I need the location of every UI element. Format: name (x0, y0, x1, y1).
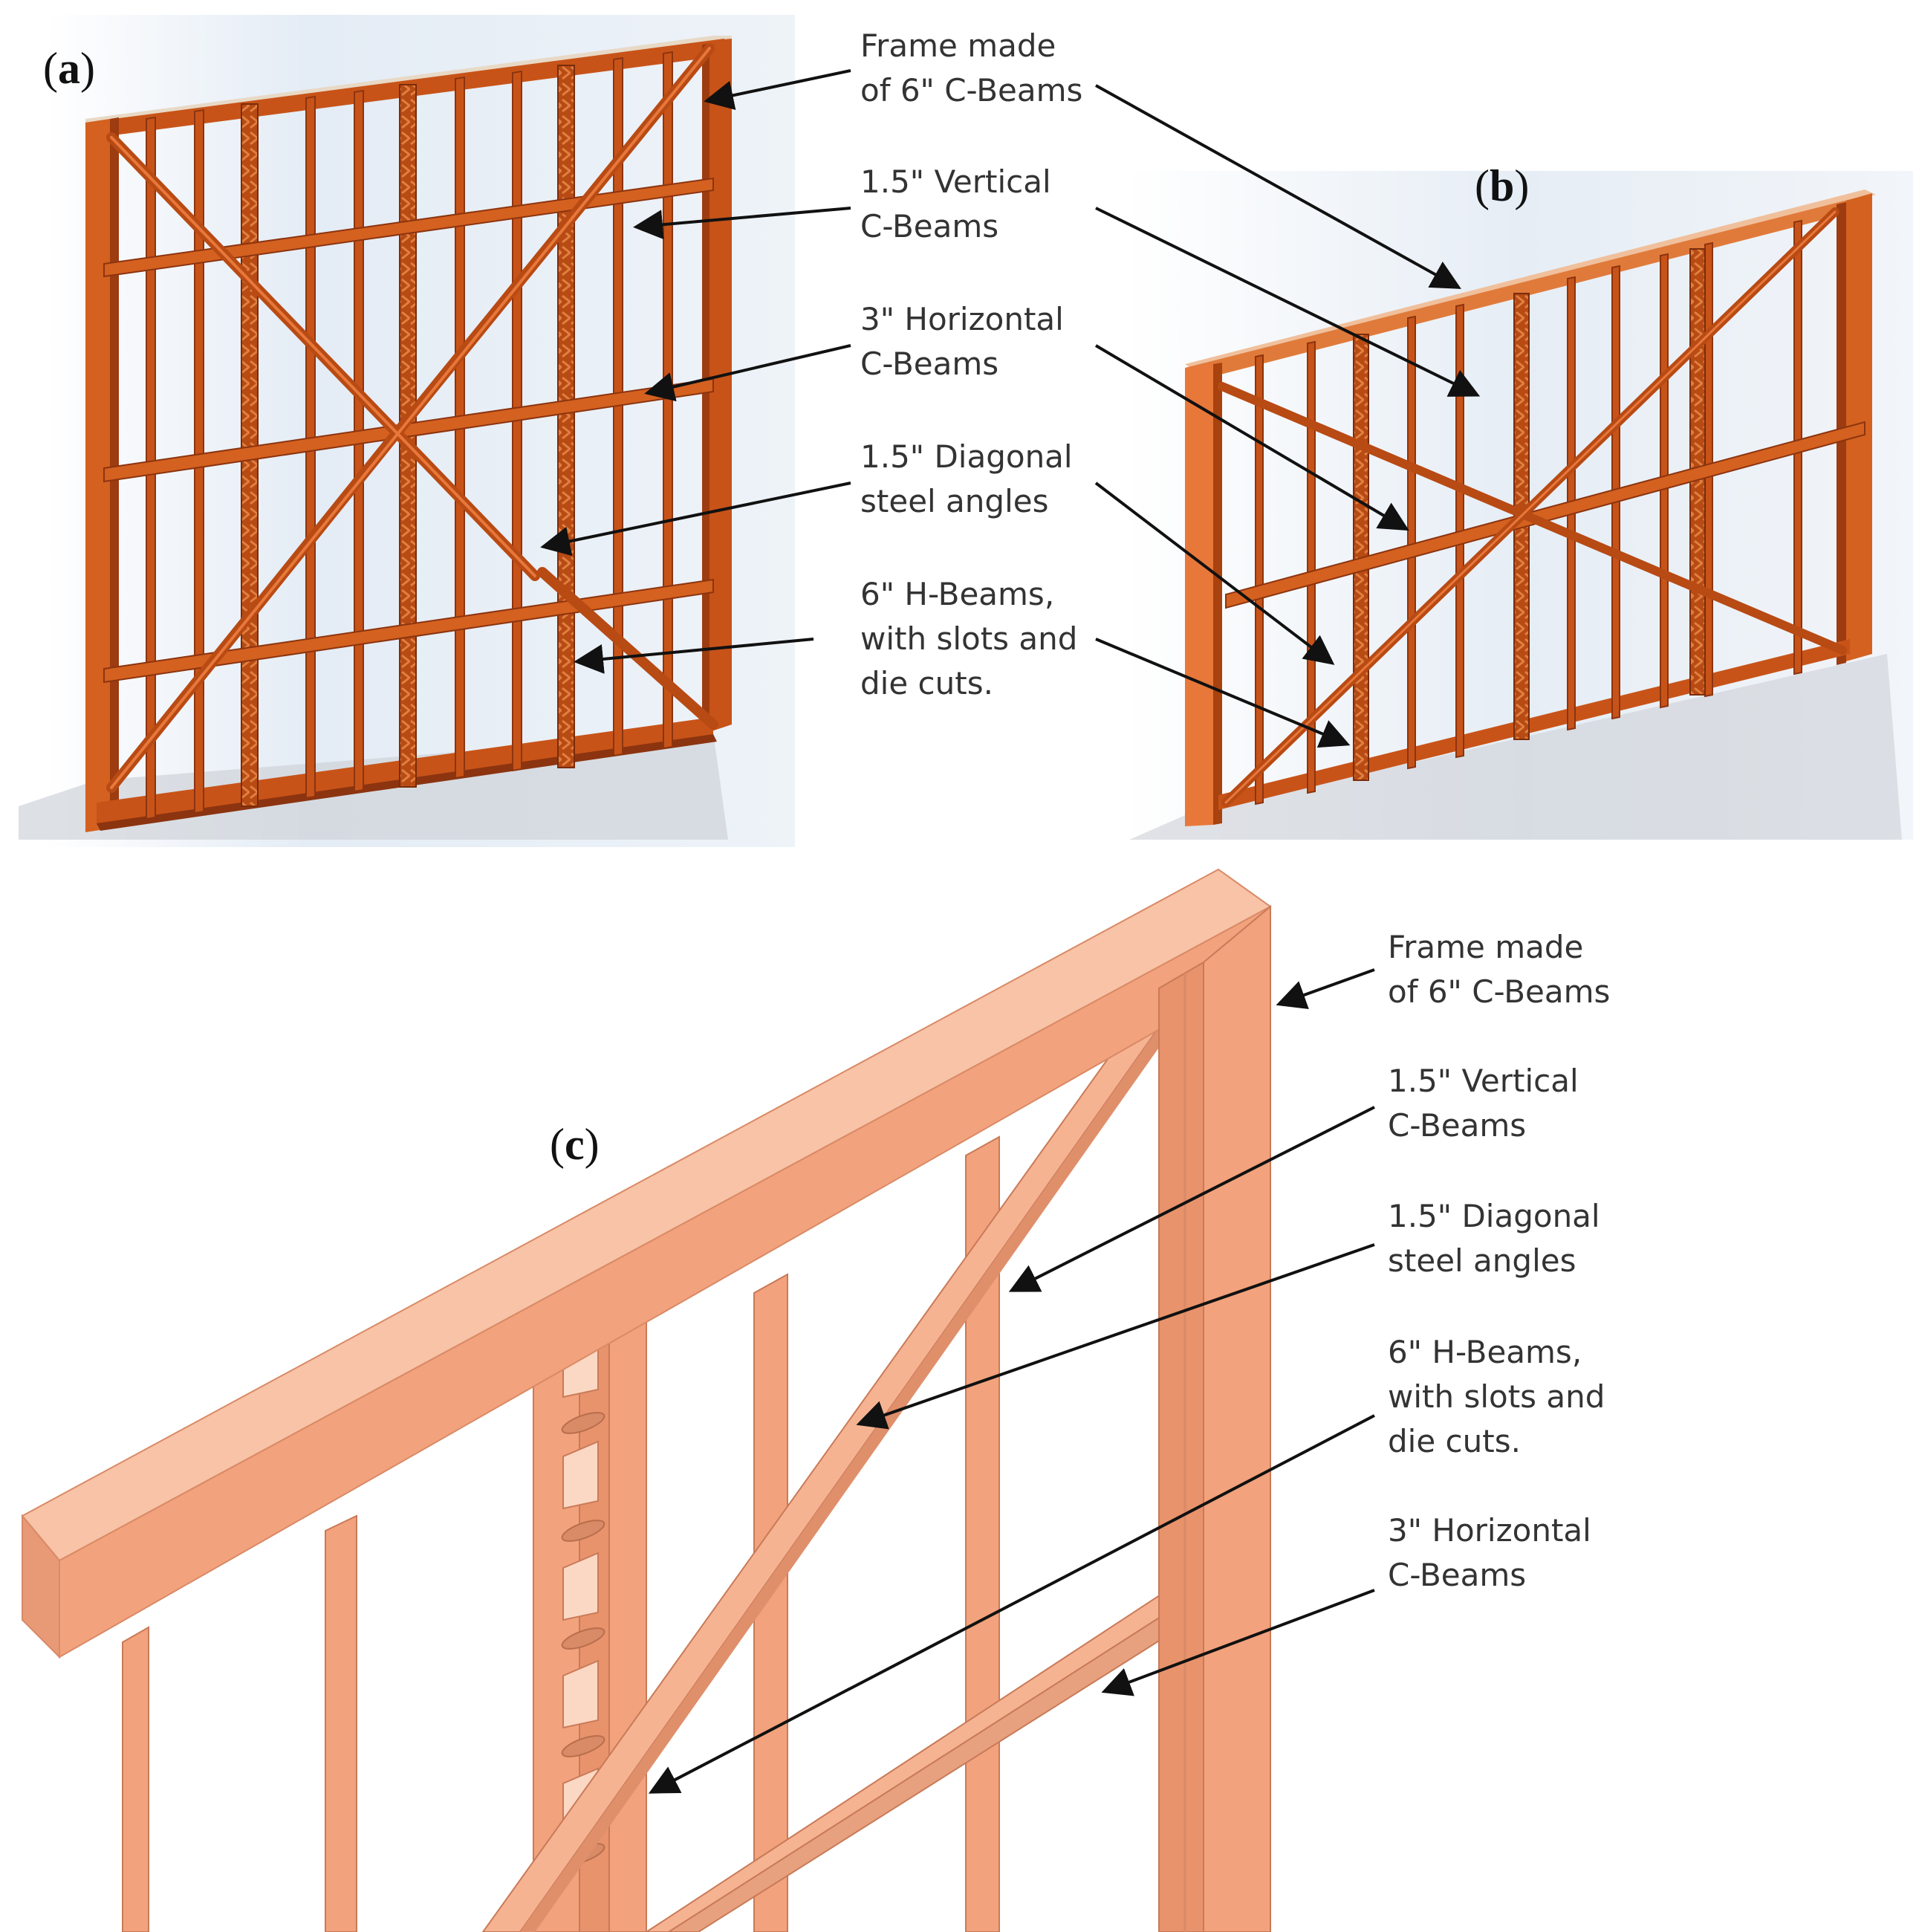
panel-b-tag: (b) (1475, 161, 1530, 210)
panel-c-label-diagonal: 1.5" Diagonal steel angles (1388, 1198, 1600, 1279)
panel-b-render (1126, 171, 1913, 840)
panel-a-label-vertical: 1.5" Vertical C-Beams (860, 163, 1051, 244)
leader-arrows (540, 69, 1481, 1794)
panel-c-render (21, 868, 1272, 1932)
panel-c-label-horizontal: 3" Horizontal C-Beams (1388, 1512, 1591, 1593)
panel-c-label-hbeams: 6" H-Beams, with slots and die cuts. (1388, 1334, 1605, 1459)
panel-c-label-frame: Frame made of 6" C-Beams (1388, 929, 1611, 1010)
panel-a-label-hbeams: 6" H-Beams, with slots and die cuts. (860, 576, 1078, 701)
panel-c-tag: (c) (550, 1120, 600, 1169)
panel-c-label-vertical: 1.5" Vertical C-Beams (1388, 1063, 1579, 1144)
panel-a-label-frame: Frame made of 6" C-Beams (860, 27, 1083, 108)
panel-a-label-horizontal: 3" Horizontal C-Beams (860, 301, 1064, 382)
panel-a-tag: (a) (43, 44, 95, 93)
panel-a-render (19, 15, 795, 847)
panel-a-label-diagonal: 1.5" Diagonal steel angles (860, 438, 1073, 519)
